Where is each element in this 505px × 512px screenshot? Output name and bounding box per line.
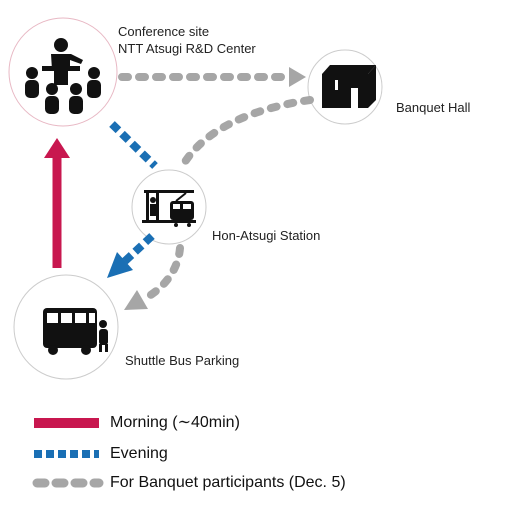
banquet-route <box>118 73 314 304</box>
station-circle <box>131 169 207 245</box>
building-icon <box>322 65 376 108</box>
conference-site-name: NTT Atsugi R&D Center <box>118 41 256 56</box>
legend-evening-label: Evening <box>110 445 168 462</box>
evening-route-conference-to-station <box>109 121 158 169</box>
evening-route-arrowhead <box>107 252 133 278</box>
banquet-route-hall-to-station <box>179 96 314 169</box>
legend-morning-swatch <box>34 418 99 428</box>
legend-banquet-label: For Banquet participants (Dec. 5) <box>110 474 346 491</box>
banquet-route-station-to-shuttle <box>138 244 184 304</box>
legend-morning-label: Morning (∼40min) <box>110 414 240 431</box>
bus-icon <box>43 308 108 355</box>
presentation-icon <box>25 38 101 114</box>
station-label: Hon-Atsugi Station <box>212 228 321 243</box>
morning-route-arrowhead <box>44 138 70 158</box>
train-station-icon <box>142 190 196 227</box>
evening-route-station-to-shuttle <box>121 233 155 265</box>
banquet-hall-label: Banquet Hall <box>396 100 471 115</box>
shuttle-parking-label: Shuttle Bus Parking <box>125 353 240 368</box>
conference-site-label: Conference site NTT Atsugi R&D Center <box>118 23 256 57</box>
banquet-route-arrowhead-hall <box>289 67 306 87</box>
banquet-route-arrowhead-shuttle <box>124 290 148 310</box>
conference-site-title: Conference site <box>118 24 210 39</box>
